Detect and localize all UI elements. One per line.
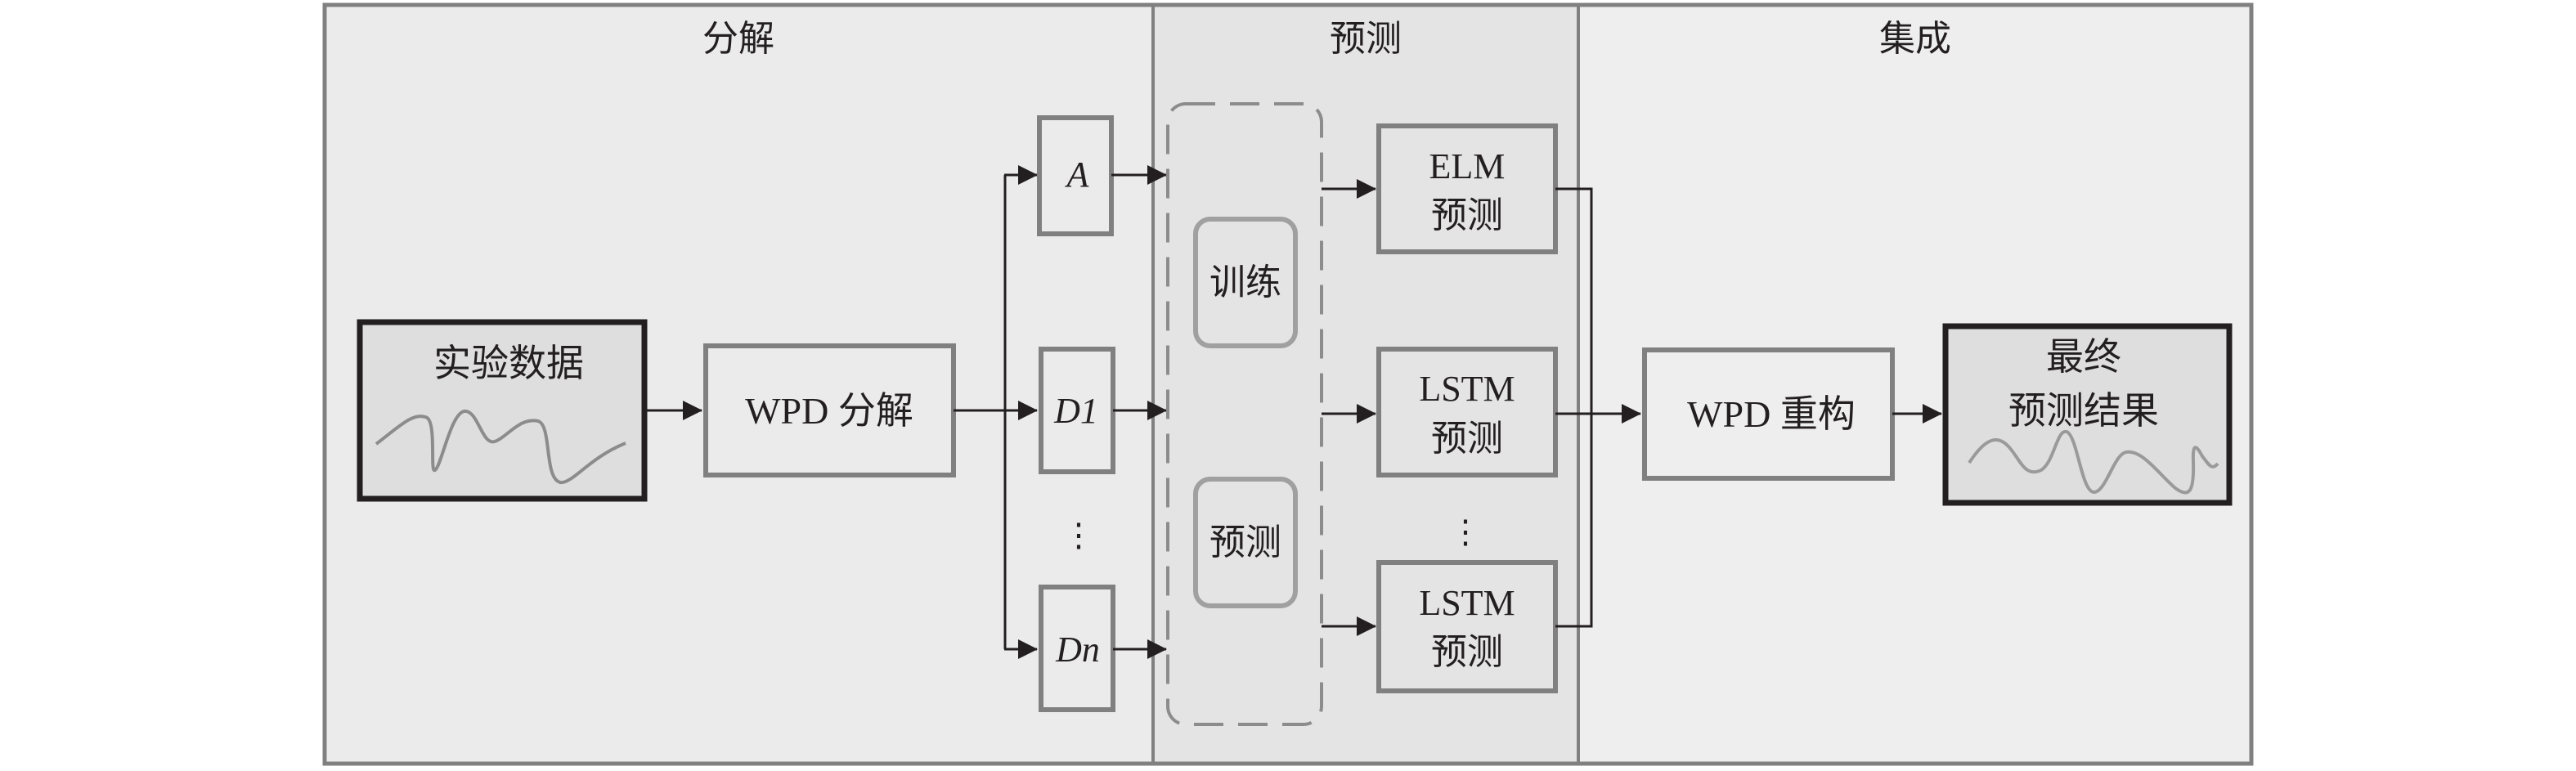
predict-step-node: 预测 [1193,477,1298,608]
model-ellipsis: ⋮ [1449,513,1482,550]
lstm2-model-node: LSTM 预测 [1376,560,1558,693]
wpd-reconstruct-node: WPD 重构 [1642,347,1895,481]
section-title-predict: 预测 [1330,18,1402,60]
input-signal-wave-icon [375,410,626,485]
edge-elm-merge [1555,187,1593,628]
predict-step-label: 预测 [1209,522,1281,563]
output-result-label-line1: 最终 [2046,334,2121,379]
component-dn-node: Dn [1039,585,1115,712]
component-ellipsis: ⋮ [1062,517,1095,554]
elm-model-label-line2: 预测 [1431,195,1503,236]
input-data-label: 实验数据 [433,341,584,385]
component-d1-node: D1 [1039,347,1115,474]
output-signal-wave-icon [1968,430,2219,495]
section-title-decompose: 分解 [702,18,774,60]
component-a-node: A [1037,115,1114,236]
train-label: 训练 [1209,262,1281,303]
lstm2-model-label-line1: LSTM [1419,583,1515,623]
lstm2-model-label-line2: 预测 [1431,631,1503,673]
section-title-ensemble: 集成 [1879,18,1951,60]
elm-model-label-line1: ELM [1429,146,1506,186]
train-predict-group [1166,102,1323,726]
output-result-node: 最终 预测结果 [1942,323,2233,506]
elm-model-node: ELM 预测 [1376,123,1558,254]
wpd-reconstruct-label: WPD 重构 [1687,393,1856,435]
lstm1-model-label-line1: LSTM [1419,369,1515,409]
component-a-label: A [1065,155,1090,195]
component-dn-label: Dn [1055,630,1100,670]
lstm1-model-node: LSTM 预测 [1376,347,1558,477]
lstm1-model-label-line2: 预测 [1431,418,1503,459]
wpd-decompose-node: WPD 分解 [703,343,956,477]
output-result-label-line2: 预测结果 [2008,388,2159,433]
component-d1-label: D1 [1053,391,1098,431]
outer-frame [322,2,2254,766]
input-data-node: 实验数据 [357,319,648,502]
wpd-decompose-label: WPD 分解 [745,390,913,432]
train-node: 训练 [1193,217,1298,348]
